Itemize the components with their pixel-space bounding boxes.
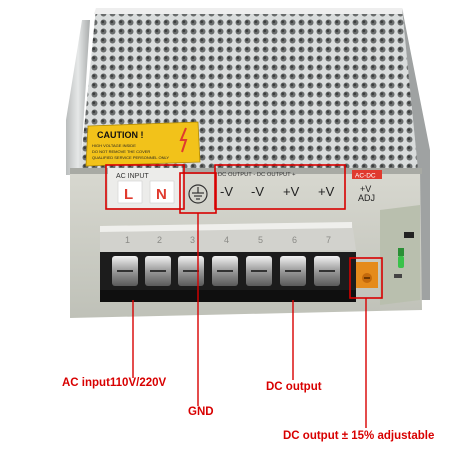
terminal-v-minus-2-label: -V [251, 184, 264, 199]
ac-input-callout: AC input110V/220V [62, 377, 167, 389]
lightning-icon [179, 127, 188, 153]
adj-text: ADJ [358, 193, 375, 203]
ac-input-header: AC INPUT [116, 173, 149, 180]
dc-output-callout: DC output [266, 381, 322, 393]
caution-label: CAUTION ! HIGH VOLTAGE INSIDE DO NOT REM… [85, 121, 201, 167]
terminal-number-3: 3 [190, 235, 195, 245]
terminal-screws [112, 256, 340, 286]
caution-line-1: HIGH VOLTAGE INSIDE [92, 143, 136, 148]
dc-output-header: DC OUTPUT - DC OUTPUT + [218, 172, 296, 178]
ac-input-highlight [105, 164, 185, 210]
gnd-terminal-label [188, 184, 208, 204]
terminal-number-2: 2 [157, 235, 162, 245]
terminal-l-label: L [124, 186, 133, 203]
caution-line-3: QUALIFIED SERVICE PERSONNEL ONLY [92, 155, 169, 160]
status-led [398, 256, 404, 268]
caution-line-2: DO NOT REMOVE THE COVER [92, 149, 150, 154]
adj-sign: +V [360, 184, 371, 194]
terminal-number-6: 6 [292, 235, 297, 245]
terminal-v-plus-1-label: +V [283, 184, 300, 199]
adj-label: AC-DC +V ADJ [352, 170, 382, 203]
dc-output-highlight [214, 164, 346, 210]
gnd-callout: GND [188, 406, 214, 418]
terminal-number-7: 7 [326, 235, 331, 245]
terminal-v-minus-1-label: -V [220, 184, 233, 199]
ac-input-block: AC INPUT L N [108, 168, 182, 208]
dc-adjustable-callout: DC output ± 15% adjustable [283, 430, 435, 442]
dc-output-block: DC OUTPUT - DC OUTPUT + -V -V +V +V [218, 172, 335, 199]
caution-title: CAUTION ! [97, 130, 144, 140]
terminal-number-4: 4 [224, 235, 229, 245]
terminal-n-label: N [156, 186, 167, 203]
terminal-number-5: 5 [258, 235, 263, 245]
ground-icon [188, 184, 208, 204]
terminal-v-plus-2-label: +V [318, 184, 335, 199]
adj-tag: AC-DC [355, 173, 376, 180]
adjust-potentiometer [356, 262, 378, 288]
terminal-number-1: 1 [125, 235, 130, 245]
